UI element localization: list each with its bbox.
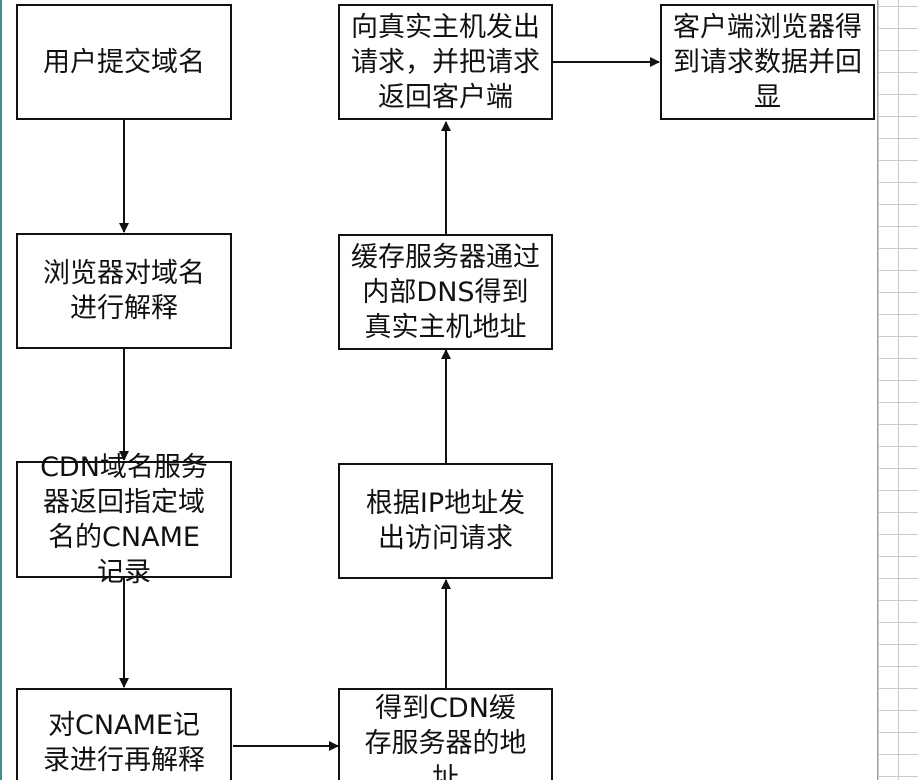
node-label: CDN域名服务器返回指定域名的CNAME记录 <box>40 451 208 588</box>
node-label: 得到CDN缓存服务器的地址 <box>364 692 527 780</box>
node-label: 用户提交域名 <box>43 46 205 78</box>
window-left-edge <box>0 0 2 780</box>
node-label: 缓存服务器通过内部DNS得到真实主机地址 <box>351 241 540 343</box>
node-request-by-ip: 根据IP地址发出访问请求 <box>338 463 553 579</box>
node-get-cdn-cache-address: 得到CDN缓存服务器的地址 <box>338 688 553 780</box>
node-cname-reresolve: 对CNAME记录进行再解释 <box>16 688 232 780</box>
node-cdn-cname-record: CDN域名服务器返回指定域名的CNAME记录 <box>16 452 232 588</box>
spreadsheet-grid <box>878 0 918 780</box>
node-client-browser-display: 客户端浏览器得到请求数据并回显 <box>660 4 875 120</box>
node-label: 根据IP地址发出访问请求 <box>365 488 526 554</box>
node-label: 对CNAME记录进行再解释 <box>43 710 205 776</box>
grid-border <box>877 0 878 780</box>
node-browser-resolve: 浏览器对域名进行解释 <box>16 233 232 349</box>
node-user-submit-domain: 用户提交域名 <box>16 4 232 120</box>
node-forward-to-origin-host: 向真实主机发出请求，并把请求返回客户端 <box>338 4 553 120</box>
node-label: 浏览器对域名进行解释 <box>43 258 205 324</box>
node-cache-internal-dns: 缓存服务器通过内部DNS得到真实主机地址 <box>338 234 553 350</box>
node-label: 客户端浏览器得到请求数据并回显 <box>673 11 862 113</box>
node-label: 向真实主机发出请求，并把请求返回客户端 <box>351 11 540 113</box>
